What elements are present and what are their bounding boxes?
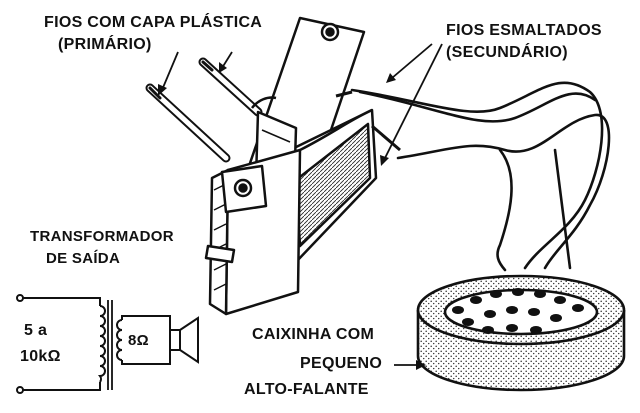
leader-lines <box>161 43 443 366</box>
primary-impedance-value: 10kΩ <box>20 348 61 365</box>
secondary-impedance-value: 8Ω <box>128 332 149 349</box>
transformer-label-line1: TRANSFORMADOR <box>30 228 174 245</box>
transformer-schematic <box>16 294 199 394</box>
secondary-wires-label-line2: (SECUNDÁRIO) <box>446 44 568 61</box>
arrowheads <box>158 62 426 370</box>
output-transformer <box>204 16 401 316</box>
speaker-grille-holes <box>452 288 584 334</box>
speaker-box <box>416 274 626 392</box>
primary-wires-label-line1: FIOS COM CAPA PLÁSTICA <box>44 14 263 31</box>
secondary-wires <box>350 81 611 272</box>
transformer-label-line2: DE SAÍDA <box>46 250 121 267</box>
speaker-box-label-line1: CAIXINHA COM <box>252 326 375 343</box>
primary-impedance-range: 5 a <box>24 322 48 339</box>
speaker-box-label-line2: PEQUENO <box>300 355 383 372</box>
secondary-wires-label-line1: FIOS ESMALTADOS <box>446 22 602 39</box>
primary-wires-label-line2: (PRIMÁRIO) <box>58 36 152 53</box>
speaker-box-label-line3: ALTO-FALANTE <box>244 381 369 398</box>
primary-wires <box>145 57 263 163</box>
